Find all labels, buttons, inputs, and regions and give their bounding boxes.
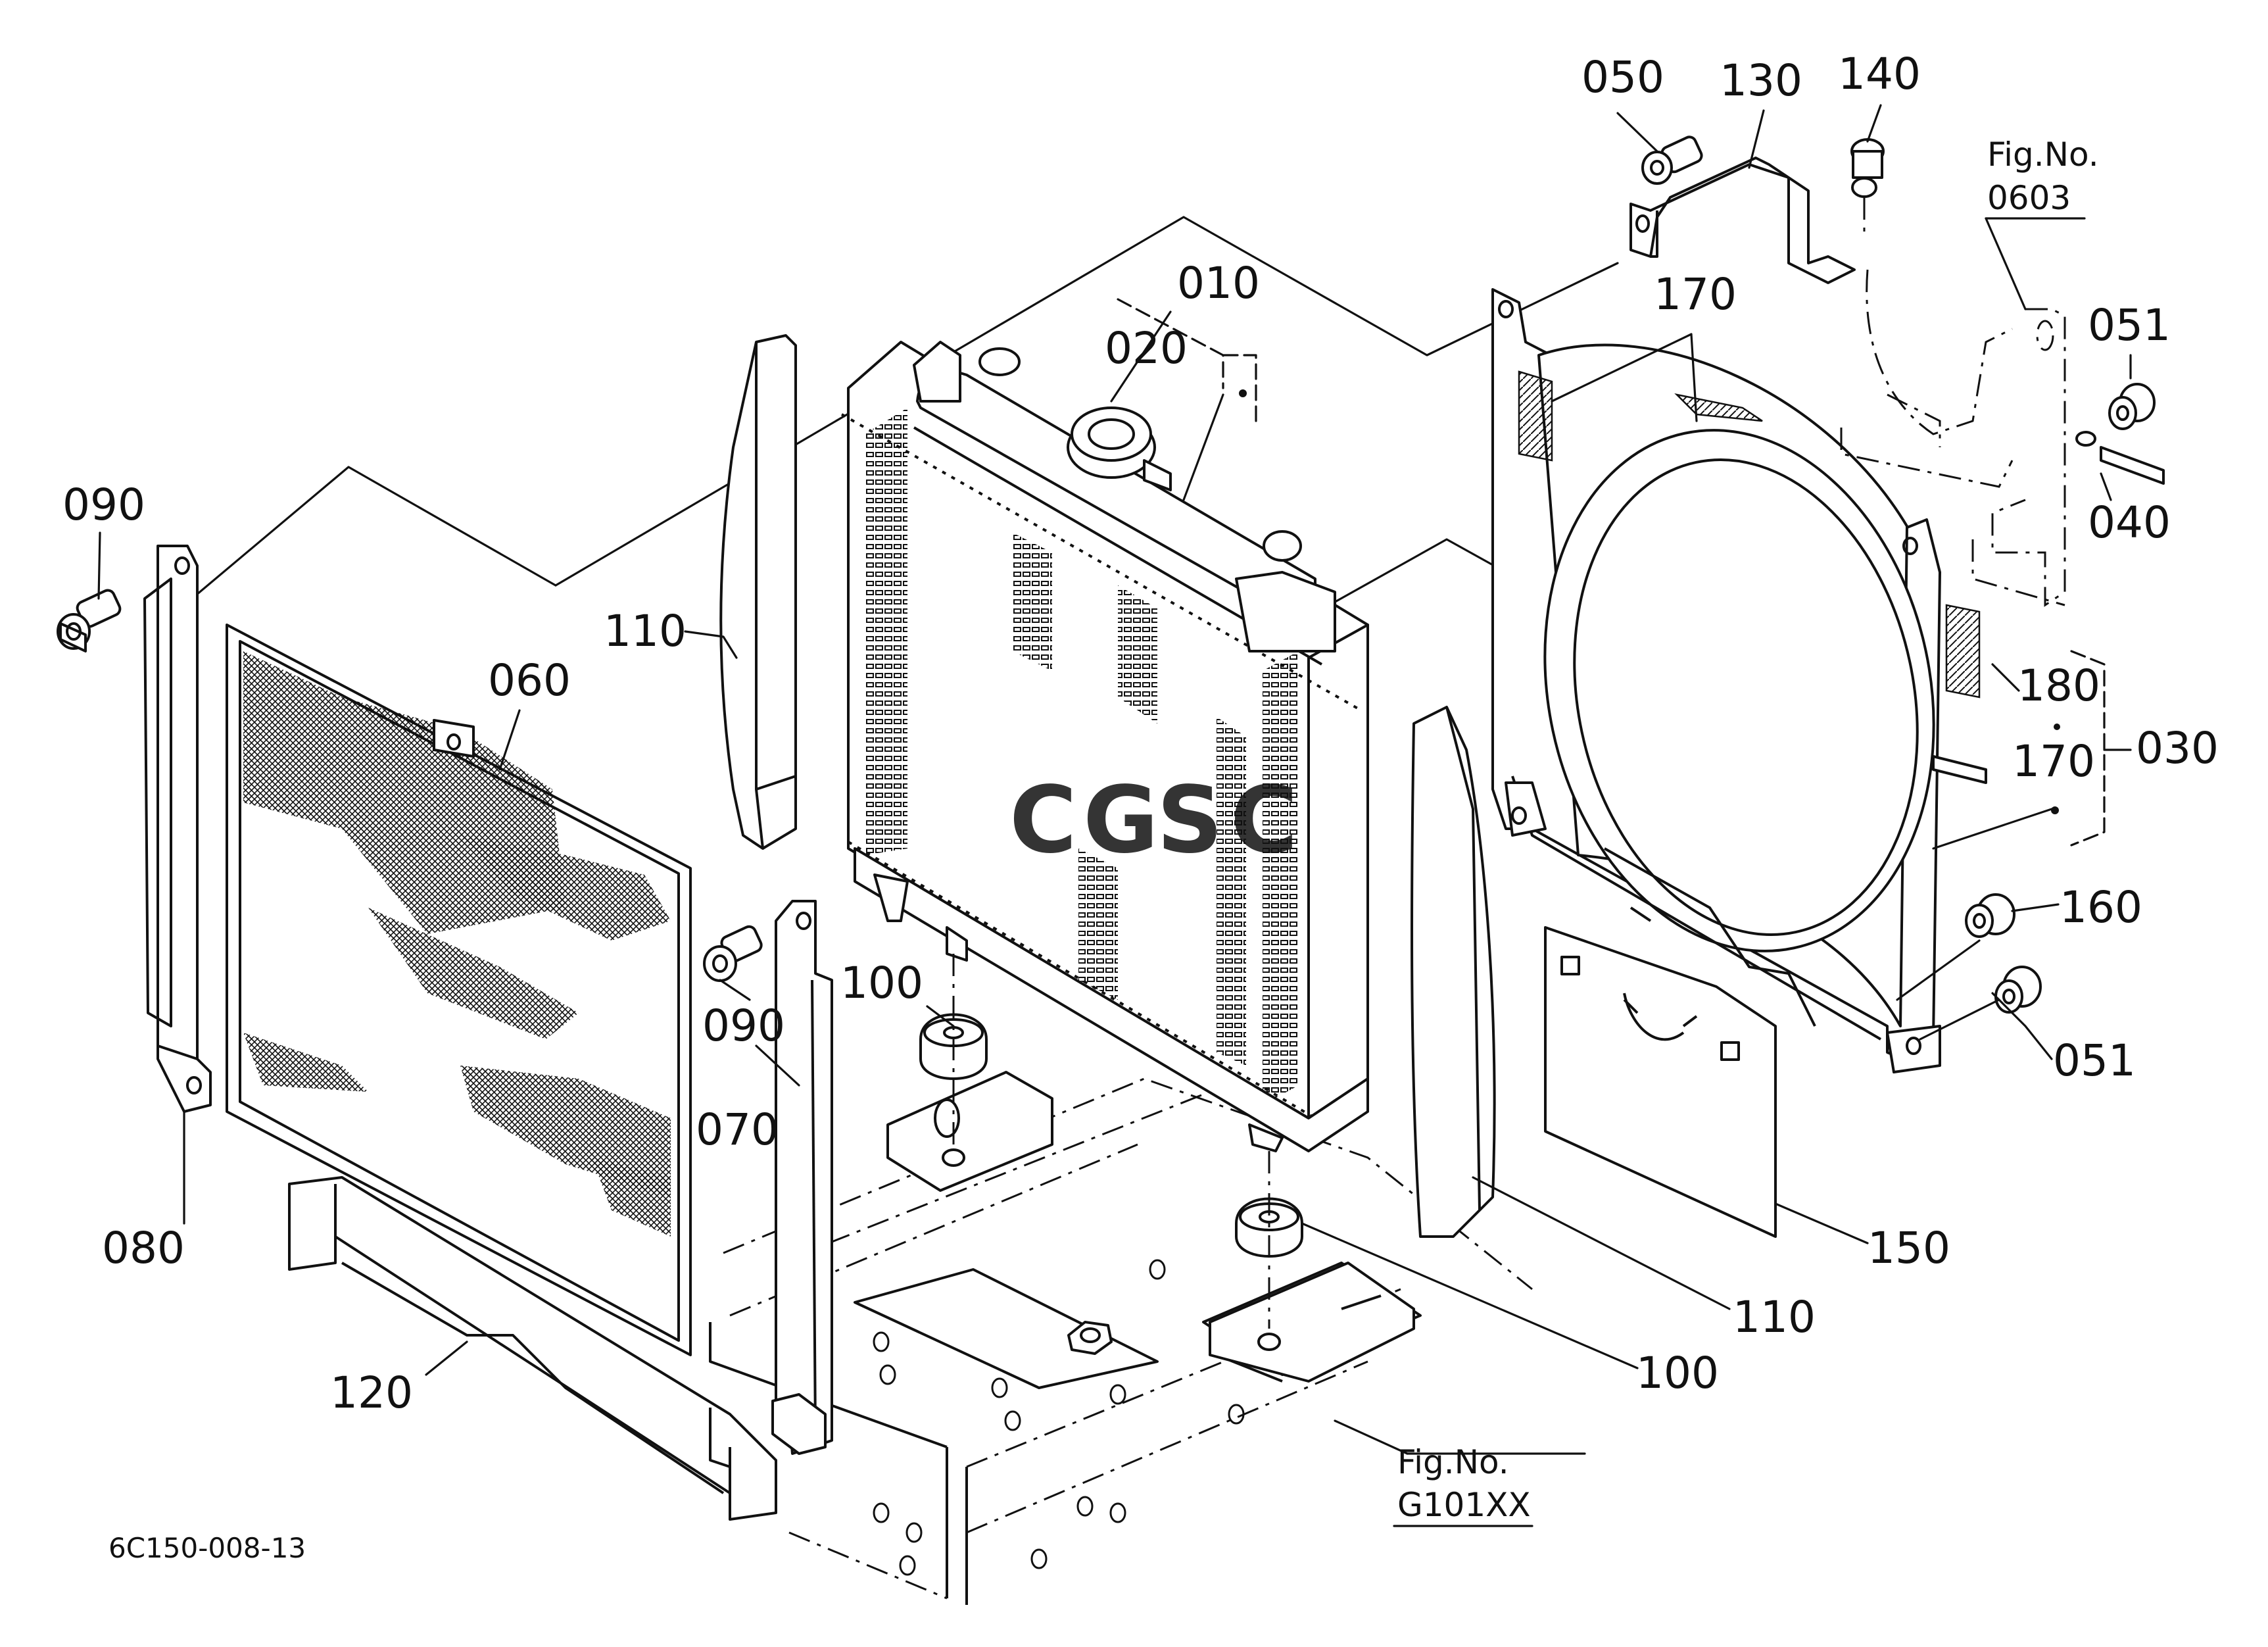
fig-ref-g101xx-number: G101XX bbox=[1397, 1486, 1531, 1524]
callout-100-right: 100 bbox=[1636, 1348, 1719, 1398]
callout-110-right: 110 bbox=[1733, 1292, 1816, 1342]
callout-020: 020 bbox=[1105, 323, 1188, 374]
chassis-holes bbox=[873, 1259, 1245, 1576]
fig-ref-0603: Fig.No. 0603 bbox=[1987, 135, 2099, 217]
callout-130: 130 bbox=[1720, 55, 1802, 106]
fig-0603-reference-bracket bbox=[1840, 269, 2066, 607]
part-120-bottom-seal bbox=[288, 1176, 777, 1521]
watermark-letter: C bbox=[1230, 767, 1298, 874]
fig-ref-0603-title: Fig.No. bbox=[1987, 135, 2099, 174]
callout-070: 070 bbox=[696, 1104, 779, 1155]
part-060-screen bbox=[226, 624, 692, 1356]
part-050-bolt bbox=[1641, 135, 1703, 185]
part-180-seal-pad bbox=[1945, 604, 1981, 699]
fig-ref-0603-number: 0603 bbox=[1987, 179, 2071, 217]
part-170-seal-pad-top bbox=[1518, 370, 1763, 462]
callout-051-upper: 051 bbox=[2088, 300, 2171, 351]
callout-150: 150 bbox=[1868, 1223, 1950, 1273]
fig-ref-g101xx-title: Fig.No. bbox=[1397, 1443, 1509, 1481]
watermark-letter: S bbox=[1157, 767, 1223, 874]
callout-120: 120 bbox=[330, 1367, 413, 1418]
part-090-bolt-left bbox=[57, 589, 122, 652]
callout-180: 180 bbox=[2017, 660, 2100, 711]
part-140-bolt bbox=[1850, 138, 1885, 237]
part-110-side-seal-right bbox=[1411, 706, 1496, 1238]
callout-030: 030 bbox=[2136, 723, 2219, 774]
part-040-pin bbox=[2075, 431, 2165, 485]
callout-080: 080 bbox=[102, 1223, 185, 1273]
callout-170-top: 170 bbox=[1654, 269, 1737, 320]
callout-010: 010 bbox=[1177, 258, 1260, 308]
part-020-radiator-cap bbox=[1067, 406, 1172, 491]
drawing-code: 6C150-008-13 bbox=[109, 1532, 306, 1564]
callout-labels: 010 020 030 040 050 051 051 060 070 080 … bbox=[62, 49, 2219, 1418]
callout-140: 140 bbox=[1838, 49, 1921, 99]
part-110-side-seal-left bbox=[719, 334, 797, 850]
callout-090-left: 090 bbox=[62, 479, 145, 530]
callout-090-mid: 090 bbox=[702, 1000, 785, 1051]
part-090-bolt-mid bbox=[703, 925, 763, 982]
callout-051-lower: 051 bbox=[2053, 1035, 2136, 1086]
part-150-cover-plate bbox=[1544, 926, 1777, 1238]
callout-110-left: 110 bbox=[604, 606, 687, 656]
part-070-seal-strip bbox=[771, 900, 833, 1455]
callout-060: 060 bbox=[488, 655, 571, 706]
part-100-cushion-right bbox=[1209, 1151, 1415, 1383]
part-051-bolt-lower bbox=[1994, 966, 2042, 1014]
fig-ref-g101xx: Fig.No. G101XX bbox=[1393, 1443, 1533, 1527]
part-130-stay bbox=[1629, 157, 1856, 284]
watermark-letter: C bbox=[1009, 767, 1077, 874]
part-100-cushion-left bbox=[886, 954, 1053, 1192]
part-010-radiator bbox=[841, 341, 1369, 1152]
callout-100-left: 100 bbox=[840, 958, 923, 1008]
part-160-bolt bbox=[1965, 893, 2015, 938]
callout-050: 050 bbox=[1581, 52, 1664, 103]
callout-160: 160 bbox=[2060, 882, 2142, 933]
callout-170-right: 170 bbox=[2012, 736, 2095, 787]
part-030-fan-shroud bbox=[1491, 288, 1987, 1073]
part-080-seal-strip bbox=[143, 545, 212, 1113]
chassis-nut bbox=[1067, 1321, 1113, 1355]
part-051-bolt-upper bbox=[2108, 383, 2156, 430]
leader-lines bbox=[97, 104, 2132, 1455]
watermark-letter: G bbox=[1083, 767, 1159, 874]
callout-040: 040 bbox=[2088, 497, 2171, 548]
